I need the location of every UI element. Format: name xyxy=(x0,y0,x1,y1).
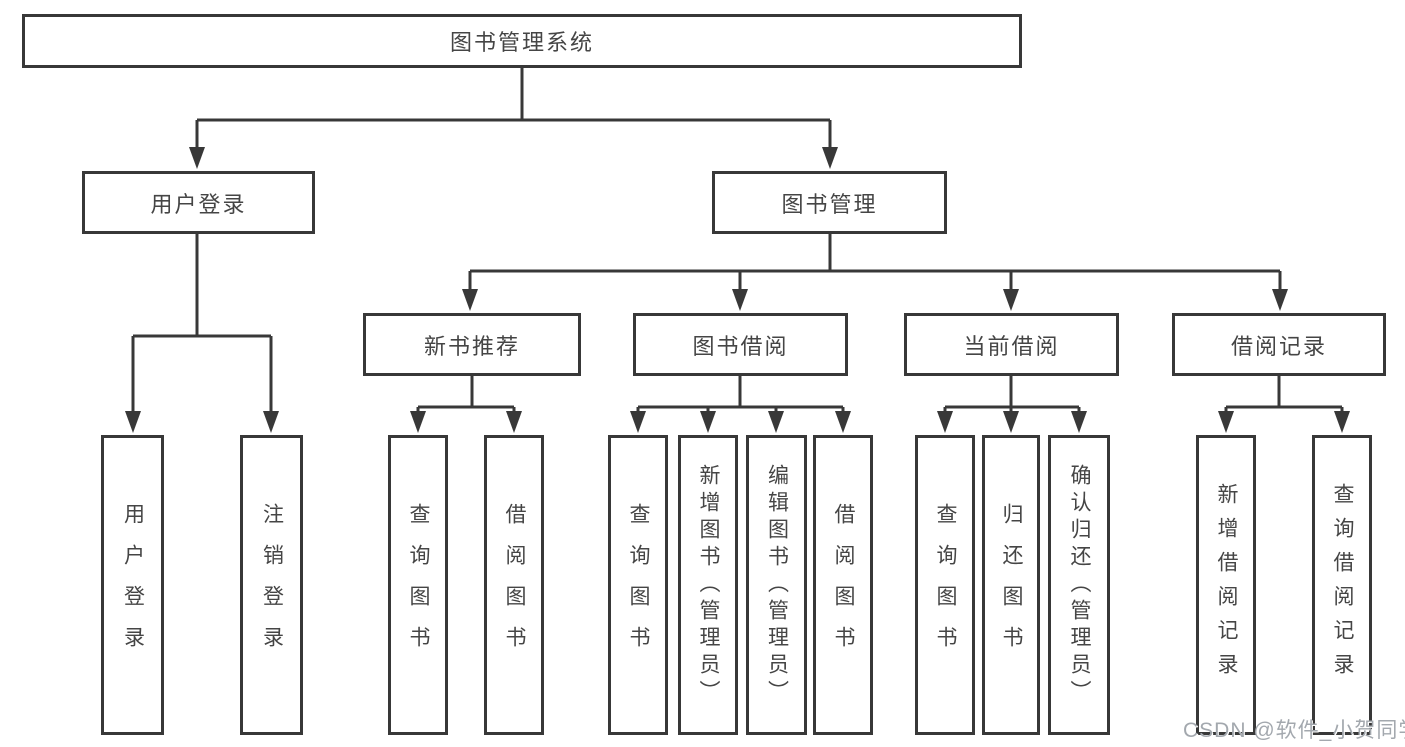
leaf-edit-books-admin: 编辑图书（管理员） xyxy=(746,435,807,735)
leaf-label: 注销登录 xyxy=(260,503,284,667)
node-library-management-system: 图书管理系统 xyxy=(22,14,1022,68)
leaf-borrow-books: 借阅图书 xyxy=(813,435,873,735)
leaf-user-login: 用户登录 xyxy=(101,435,164,735)
leaf-label: 编辑图书（管理员） xyxy=(765,463,789,707)
node-new-book-recommend: 新书推荐 xyxy=(363,313,581,376)
leaf-label: 用户登录 xyxy=(121,503,145,667)
node-book-management: 图书管理 xyxy=(712,171,947,234)
leaf-label: 借阅图书 xyxy=(832,503,855,667)
leaf-label: 查询图书 xyxy=(407,503,430,667)
leaf-confirm-return-admin: 确认归还（管理员） xyxy=(1048,435,1110,735)
node-label: 图书管理系统 xyxy=(449,30,594,55)
node-label: 图书借阅 xyxy=(692,333,789,359)
leaf-label: 确认归还（管理员） xyxy=(1068,463,1091,707)
leaf-query-borrow-record: 查询借阅记录 xyxy=(1312,435,1372,735)
leaf-label: 查询图书 xyxy=(934,503,957,667)
leaf-add-books-admin: 新增图书（管理员） xyxy=(678,435,738,735)
leaf-label: 查询图书 xyxy=(627,503,650,667)
leaf-borrow-books-recommend: 借阅图书 xyxy=(484,435,544,735)
node-label: 当前借阅 xyxy=(963,333,1060,359)
node-book-borrow: 图书借阅 xyxy=(633,313,848,376)
leaf-logout: 注销登录 xyxy=(240,435,303,735)
arrowheads xyxy=(125,147,1350,433)
leaf-label: 归还图书 xyxy=(1000,503,1023,667)
leaf-label: 新增图书（管理员） xyxy=(697,463,720,707)
leaf-return-books: 归还图书 xyxy=(982,435,1040,735)
leaf-label: 新增借阅记录 xyxy=(1215,483,1238,687)
leaf-query-books-borrow: 查询图书 xyxy=(608,435,668,735)
node-label: 借阅记录 xyxy=(1230,333,1327,359)
node-user-login: 用户登录 xyxy=(82,171,315,234)
leaf-label: 查询借阅记录 xyxy=(1331,483,1354,687)
leaf-query-books-current: 查询图书 xyxy=(915,435,975,735)
node-borrow-records: 借阅记录 xyxy=(1172,313,1386,376)
leaf-label: 借阅图书 xyxy=(503,503,526,667)
leaf-query-books-recommend: 查询图书 xyxy=(388,435,448,735)
leaf-add-borrow-record: 新增借阅记录 xyxy=(1196,435,1256,735)
node-current-borrow: 当前借阅 xyxy=(904,313,1119,376)
csdn-watermark: CSDN @软件_小贺同学 xyxy=(1183,719,1405,742)
node-label: 图书管理 xyxy=(781,191,878,217)
node-label: 用户登录 xyxy=(150,191,247,217)
node-label: 新书推荐 xyxy=(423,333,520,359)
